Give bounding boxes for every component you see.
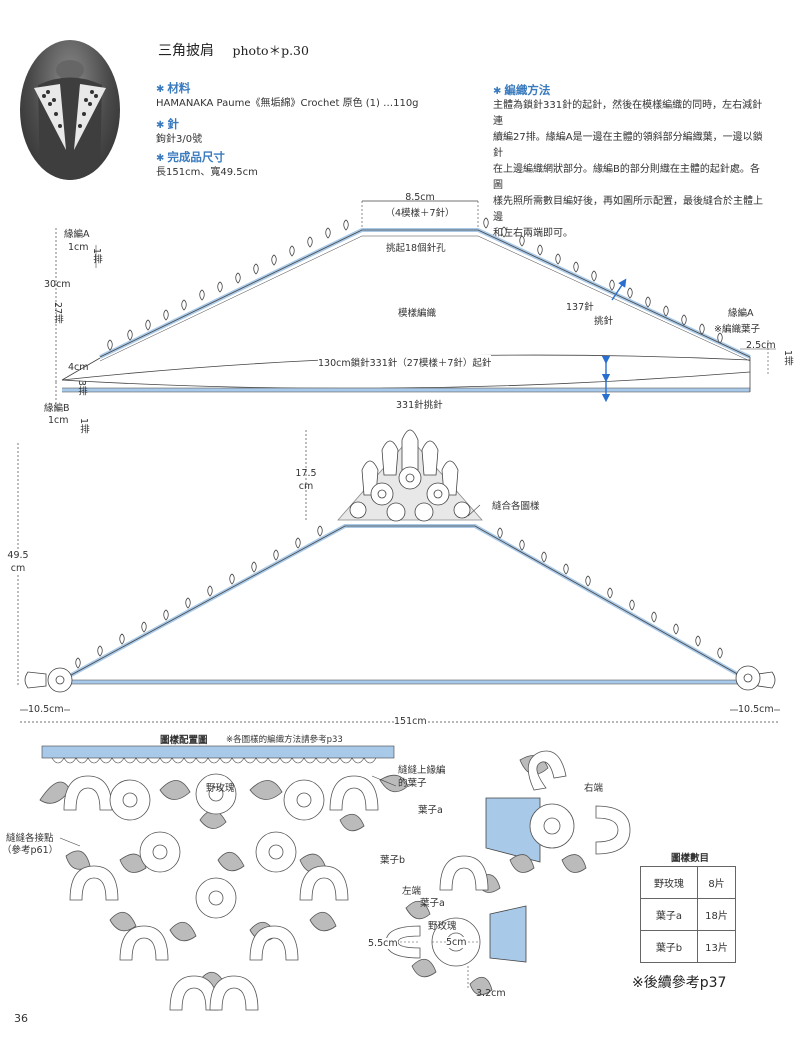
motif-height-label: 17.5 xyxy=(295,468,317,479)
right-end-motif xyxy=(735,665,776,691)
needle-text: 鉤針3/0號 xyxy=(156,134,203,145)
table-cell: 葉子a xyxy=(640,898,698,931)
page-number: 36 xyxy=(14,1012,28,1025)
photo-reference: photo＊p.30 xyxy=(232,43,309,58)
total-unit-label: cm xyxy=(4,563,32,574)
knit-direction-arrow xyxy=(611,278,627,301)
sew-note-label: 縫合各圖樣 xyxy=(492,501,540,512)
right-edge-label: 2.5cm xyxy=(746,340,776,351)
needle-section: ✱針 鉤針3/0號 xyxy=(156,116,202,147)
edge-b-label: 緣編B xyxy=(44,403,70,414)
shawl-photo-illustration xyxy=(34,60,106,180)
top-width-label: 8.5cm xyxy=(405,192,435,203)
layout-title: 圖樣配置圖 xyxy=(160,735,208,746)
edge-a-left-label: 緣編A xyxy=(64,229,90,240)
pickup-top-label: 挑起18個針孔 xyxy=(386,243,446,254)
dim-5-5-label: 5.5cm xyxy=(368,938,398,949)
method-line: 續編27排。緣編A是一邊在主體的領斜部分編織葉，一邊以鎖針 xyxy=(493,132,763,159)
side-stitches-label: 137針 xyxy=(566,302,594,313)
leaf-note-label: ※編織葉子 xyxy=(714,324,760,335)
leaf-a-label: 葉子a xyxy=(418,805,443,816)
edge-a-right-label: 緣編A xyxy=(728,308,754,319)
shawl-top-band xyxy=(61,524,749,682)
page-title: 三角披肩 photo＊p.30 xyxy=(158,40,309,60)
left-rose-label: 野玫瑰 xyxy=(428,921,457,932)
chain-curve-bottom xyxy=(61,371,751,389)
table-cell: 13片 xyxy=(697,930,736,963)
materials-section: ✱材料 HAMANAKA Paume《無垢綿》Crochet 原色 (1) …1… xyxy=(156,80,419,111)
left-slope-leaves xyxy=(107,219,349,351)
size-text: 長151cm、寬49.5cm xyxy=(156,167,258,178)
dim-3-2-label: 3.2cm xyxy=(476,988,506,999)
left-end-label: 左端 xyxy=(402,886,422,897)
sew-leaf-label-2: 的葉子 xyxy=(398,778,427,789)
table-cell: 葉子b xyxy=(640,930,698,963)
product-photo xyxy=(20,40,120,180)
size-section: ✱完成品尺寸 長151cm、寬49.5cm xyxy=(156,149,258,180)
layout-title-note: ※各圖樣的編織方法請參考p33 xyxy=(226,735,343,745)
method-line: 主體為鎖針331針的起針，然後在模樣編織的同時，左右減針連 xyxy=(493,100,763,127)
table-row: 葉子b 13片 xyxy=(640,930,736,963)
dim-5-label: 5cm xyxy=(446,937,467,948)
edge-b-rows-label: 1排 xyxy=(78,418,89,434)
pickup-bottom-label: 331針挑針 xyxy=(396,397,443,411)
join-ref-label: （參考p61） xyxy=(2,845,59,856)
height-rows-label: 27排 xyxy=(52,302,63,324)
base-height-label: 4cm xyxy=(68,362,89,373)
table-row: 野玫瑰 8片 xyxy=(640,866,736,899)
motif-unit-label: cm xyxy=(298,481,314,492)
layout-motifs xyxy=(39,773,409,1011)
continued-note: ※後續參考p37 xyxy=(632,975,727,991)
right-end-width-label: 10.5cm xyxy=(738,704,774,715)
pattern-label: 模樣編織 xyxy=(398,308,437,319)
needle-heading: ✱針 xyxy=(156,117,179,131)
size-heading: ✱完成品尺寸 xyxy=(156,150,225,164)
total-width-label: 151cm xyxy=(394,716,427,727)
layout-top-band xyxy=(41,745,395,759)
materials-heading: ✱材料 xyxy=(156,81,191,95)
edge-a-rows-label: 1排 xyxy=(91,248,102,264)
materials-text: HAMANAKA Paume《無垢綿》Crochet 原色 (1) …110g xyxy=(156,98,419,109)
count-table: 野玫瑰 8片 葉子a 18片 葉子b 13片 xyxy=(640,866,736,963)
left-end-width-label: 10.5cm xyxy=(28,704,64,715)
top-count-label: （4模樣＋7針） xyxy=(385,208,455,219)
count-table-title: 圖樣數目 xyxy=(670,853,709,864)
shawl-title: 三角披肩 xyxy=(158,43,214,59)
edge-b-height-label: 1cm xyxy=(48,415,69,426)
sew-leaf-label: 縫縫上緣編 xyxy=(398,765,446,776)
edge-a-height-label: 1cm xyxy=(68,242,89,253)
left-leaf-a-label: 葉子a xyxy=(420,898,445,909)
method-line: 在上邊編織網狀部分。緣編B的部分則織在主體的起針處。各圖 xyxy=(493,164,760,191)
leaf-b-label: 葉子b xyxy=(380,855,406,866)
table-cell: 18片 xyxy=(697,898,736,931)
side-pickup-label: 挑針 xyxy=(594,316,614,327)
right-end-detail xyxy=(485,750,631,873)
chain-label: 130cm鎖針331針（27模樣＋7針）起針 xyxy=(318,355,492,369)
right-end-label: 右端 xyxy=(584,783,604,794)
total-height-label: 49.5 xyxy=(4,550,32,561)
shawl-slope-leaves xyxy=(75,525,723,669)
left-end-motif xyxy=(24,667,73,693)
method-text: 主體為鎖針331針的起針，然後在模樣編織的同時，左右減針連 續編27排。緣編A是… xyxy=(493,98,765,242)
table-cell: 野玫瑰 xyxy=(640,866,698,899)
method-line: 樣先照所需數目編好後，再如圖所示配置，最後縫合於主體上邊 xyxy=(493,196,763,223)
table-cell: 8片 xyxy=(697,866,736,899)
table-row: 葉子a 18片 xyxy=(640,898,736,931)
right-rows-label: 1排 xyxy=(782,350,793,366)
base-rows-label: 3排 xyxy=(76,380,87,396)
join-note-label: 縫縫各接點 xyxy=(6,833,54,844)
rose-label: 野玫瑰 xyxy=(206,783,235,794)
top-motif-cluster xyxy=(337,429,483,522)
method-section: ✱編織方法 主體為鎖針331針的起針，然後在模樣編織的同時，左右減針連 續編27… xyxy=(493,82,765,242)
method-heading: ✱編織方法 xyxy=(493,83,551,97)
height-label: 30cm xyxy=(44,279,71,290)
method-line: 和左右兩端即可。 xyxy=(493,228,573,239)
